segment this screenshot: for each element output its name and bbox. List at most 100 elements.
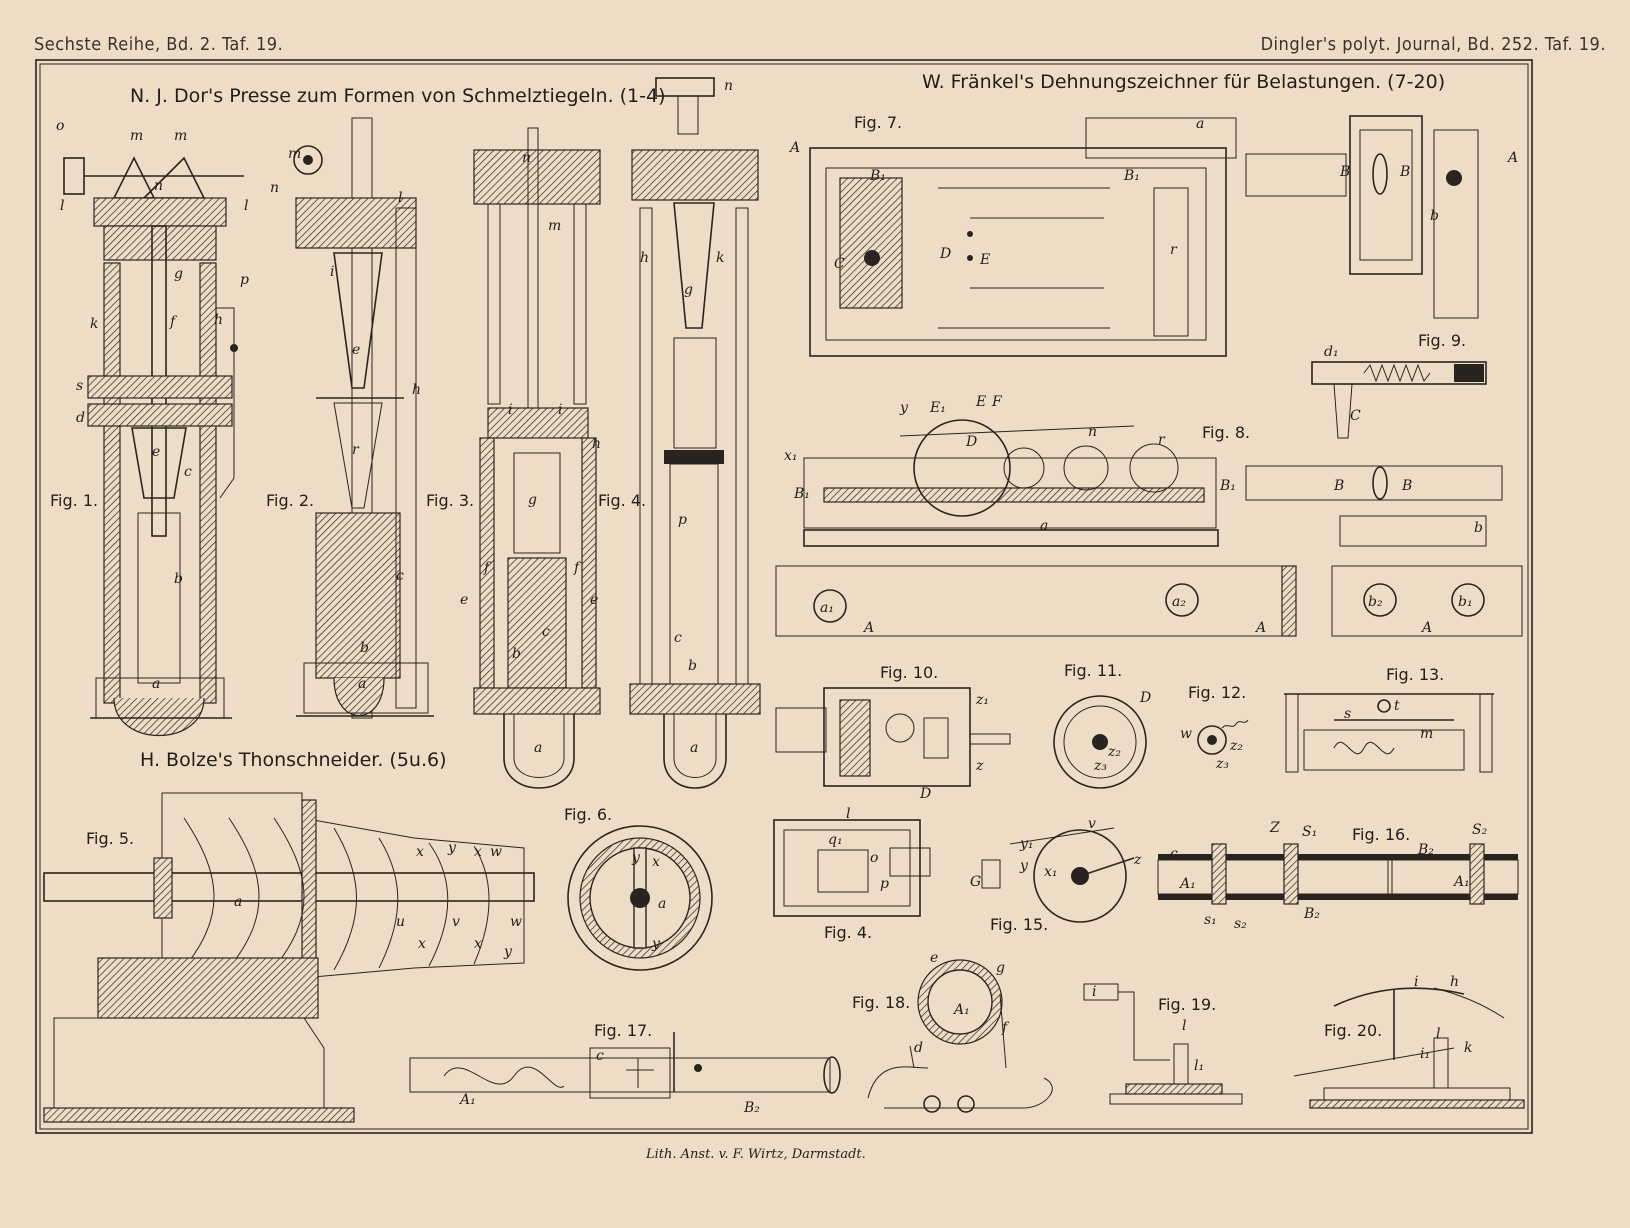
fig8-label-a: a	[1040, 518, 1048, 534]
fig7-caption: Fig. 7.	[854, 113, 902, 132]
fig14-spring-box	[773, 819, 931, 917]
fig2-label-n: n	[270, 180, 279, 196]
fig12-label-z2: z₂	[1229, 738, 1243, 754]
fig8-label-b: b	[1474, 520, 1483, 536]
fig8-label-x1: x₁	[784, 448, 798, 464]
fig3-label-b: b	[512, 646, 521, 662]
fig6-caption: Fig. 6.	[564, 805, 612, 824]
fig1-label-m: m	[130, 128, 143, 144]
fig8-recorder-elevation	[775, 419, 1523, 637]
fig18-label-d: d	[914, 1040, 923, 1056]
fig7-label-E: E	[979, 252, 990, 268]
fig16-label-S2: S₂	[1472, 822, 1488, 838]
fig1-label-m2: m	[174, 128, 187, 144]
fig1-label-c: c	[184, 464, 192, 480]
fig20-contact-lever	[1293, 987, 1525, 1109]
fig10-clockwork-box	[775, 687, 1011, 787]
fig8-label-B2: B	[1401, 478, 1412, 494]
fig5-label-u: u	[396, 914, 405, 930]
fig16-label-A1b: A₁	[1452, 874, 1470, 890]
fig15-label-v: v	[1088, 816, 1096, 832]
fig20-label-h: h	[1450, 974, 1459, 990]
journal-header: Dingler's polyt. Journal, Bd. 252. Taf. …	[1260, 34, 1606, 55]
fig8-label-a1: a₁	[820, 600, 834, 616]
fig17-label-A1: A₁	[458, 1092, 476, 1108]
fig3-label-i: i	[508, 402, 512, 418]
fig4-label-b: b	[688, 658, 697, 674]
fig15-label-y1: y₁	[1019, 836, 1034, 852]
fig8-label-n: n	[1088, 424, 1097, 440]
fig9-label-d1: d₁	[1324, 344, 1339, 360]
fig16-label-S1: S₁	[1302, 824, 1317, 840]
fig16-label-s1: s₁	[1204, 912, 1217, 928]
section-title-frankel: W. Fränkel's Dehnungszeichner für Belast…	[922, 71, 1445, 93]
fig15-label-G: G	[970, 874, 981, 890]
fig7-label-B1: B₁	[869, 168, 886, 184]
fig10-label-z: z	[975, 758, 984, 774]
fig4-caption: Fig. 4.	[598, 491, 646, 510]
fig5-label-x: x	[416, 844, 424, 860]
fig15-caption: Fig. 15.	[990, 915, 1048, 934]
fig8-label-E: E	[975, 394, 986, 410]
fig10-label-D: D	[919, 786, 931, 802]
section-title-dor: N. J. Dor's Presse zum Formen von Schmel…	[130, 85, 666, 107]
fig7-label-B2: B	[1399, 164, 1410, 180]
fig1-caption: Fig. 1.	[50, 491, 98, 510]
fig14-label-p: p	[880, 876, 889, 892]
fig2-label-a: a	[358, 676, 366, 692]
fig4-label-h: h	[640, 250, 649, 266]
fig1-label-g: g	[174, 266, 183, 282]
fig6-label-y: y	[631, 850, 641, 866]
fig3-label-m: m	[548, 218, 561, 234]
fig8-label-B: B	[1333, 478, 1344, 494]
fig4-label-n: n	[724, 78, 733, 94]
fig15-label-x1: x₁	[1044, 864, 1058, 880]
fig4-label-c: c	[674, 630, 682, 646]
fig17-circuit-rod	[409, 1032, 841, 1099]
fig11-caption: Fig. 11.	[1064, 661, 1122, 680]
fig13-label-t: t	[1394, 698, 1400, 714]
fig5-label-y2: y	[503, 944, 513, 960]
lithographer-credit: Lith. Anst. v. F. Wirtz, Darmstadt.	[645, 1147, 866, 1162]
fig7-label-D: D	[939, 246, 951, 262]
fig7-label-A2: A	[1506, 150, 1518, 166]
fig20-label-i1: i₁	[1420, 1046, 1430, 1062]
fig7-label-B: B	[1339, 164, 1350, 180]
fig1-label-o: o	[56, 118, 64, 134]
fig8-label-B1: B₁	[793, 486, 810, 502]
fig1-label-s: s	[76, 378, 83, 394]
fig5-label-a: a	[234, 894, 242, 910]
fig19-label-l: l	[1182, 1018, 1186, 1034]
fig8-label-A3: A	[1420, 620, 1432, 636]
fig18-label-e: e	[930, 950, 938, 966]
fig17-label-B2: B₂	[743, 1100, 760, 1116]
fig8-label-y: y	[899, 400, 909, 416]
fig3-label-a: a	[534, 740, 542, 756]
fig19-label-l1: l₁	[1194, 1058, 1204, 1074]
fig14-label-o: o	[870, 850, 878, 866]
fig17-label-c: c	[596, 1048, 604, 1064]
fig12-label-w: w	[1180, 726, 1192, 742]
fig1-label-d: d	[76, 410, 85, 426]
fig16-label-s2: s₂	[1234, 916, 1247, 932]
fig15-label-y: y	[1019, 858, 1029, 874]
fig7-recorder-plan	[809, 115, 1479, 357]
fig8-label-B1b: B₁	[1219, 478, 1236, 494]
plate-series-header: Sechste Reihe, Bd. 2. Taf. 19.	[34, 34, 284, 55]
fig20-label-k: k	[1464, 1040, 1472, 1056]
fig12-caption: Fig. 12.	[1188, 683, 1246, 702]
fig7-label-B1b: B₁	[1123, 168, 1140, 184]
fig10-label-z1: z₁	[975, 692, 989, 708]
fig20-label-i: i	[1414, 974, 1418, 990]
fig2-label-e: e	[352, 342, 360, 358]
fig8-label-F: F	[991, 394, 1003, 410]
fig11-drum-face	[1053, 695, 1147, 789]
fig5-label-w2: w	[510, 914, 522, 930]
fig1-label-a: a	[152, 676, 160, 692]
fig14-label-q1: q₁	[828, 832, 843, 848]
fig1-label-p: p	[240, 272, 249, 288]
fig16-label-B2: B₂	[1417, 842, 1434, 858]
fig4-press-section	[629, 77, 761, 789]
fig11-label-z2: z₂	[1107, 744, 1121, 760]
fig3-press-section	[473, 127, 601, 789]
